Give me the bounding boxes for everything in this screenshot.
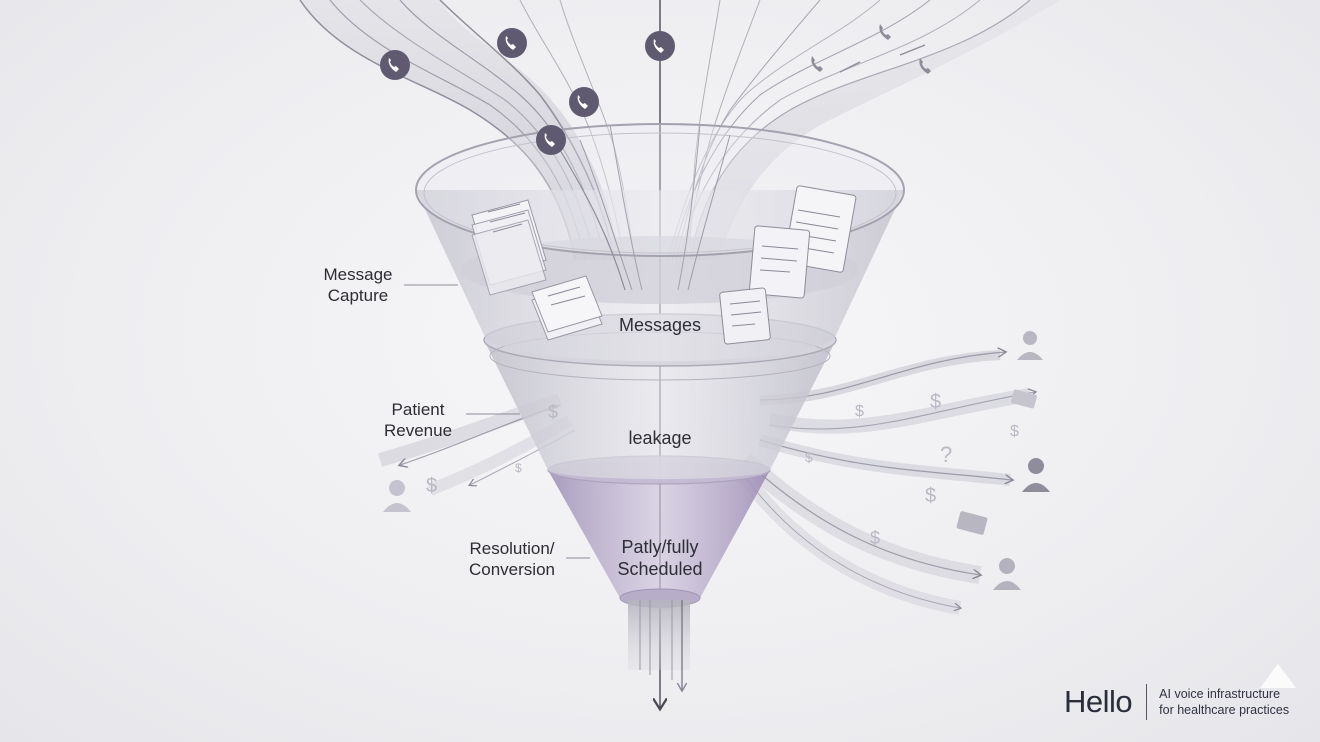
brand-tagline: AI voice infrastructure for healthcare p… [1147,686,1289,718]
svg-text:$: $ [855,403,864,420]
stage-label-line: Message [323,265,393,284]
funnel-text-line: Patly/fully [621,537,699,557]
phone-icon [879,24,891,40]
funnel-text-scheduled: Patly/fully Scheduled [590,536,730,580]
svg-text:$: $ [805,449,813,465]
phone-icon [497,28,527,58]
svg-text:$: $ [515,461,522,475]
document-icon [748,225,811,299]
dollar-icon: $ $ $ $ $ $ $ $ $ ? [426,391,1019,548]
phone-icon [536,125,566,155]
brand-tagline-line: for healthcare practices [1159,703,1290,717]
svg-text:$: $ [548,402,558,422]
stage-label-line: Revenue [383,421,453,440]
document-stack-icon [531,275,603,341]
person-icon [993,558,1021,590]
stage-label-resolution-conversion: Resolution/ Conversion [448,538,576,580]
funnel-text-line: Messages [618,315,702,335]
document-stack-icon [471,199,547,296]
phone-icon [811,56,823,72]
person-icon [1017,331,1043,360]
svg-text:$: $ [930,391,941,413]
brand-name: Hello [1064,684,1148,720]
person-icon [383,480,411,512]
stage-label-line: Capture [327,286,389,305]
stage-label-message-capture: Message Capture [300,264,416,306]
brand-block: Hello AI voice infrastructure for health… [1064,682,1289,722]
stage-label-line: Resolution/ [469,539,555,558]
funnel-text-line: leakage [628,428,692,448]
funnel-text-line: Scheduled [617,559,703,579]
funnel-text-messages: Messages [590,314,730,336]
svg-text:$: $ [1010,423,1019,440]
stage-label-line: Patient [391,400,445,419]
phone-icon [919,58,931,74]
cash-bill-icon [956,389,1037,535]
stage-label-line: Conversion [469,560,555,579]
phone-icon [645,31,675,61]
phone-icon [380,50,410,80]
funnel-spout [628,600,690,690]
phone-icon [569,87,599,117]
brand-tagline-line: AI voice infrastructure [1159,687,1281,701]
corner-mark-icon [1260,664,1296,688]
svg-text:$: $ [426,475,437,497]
document-icon [719,287,771,345]
person-icon [1022,458,1050,492]
funnel-text-leakage: leakage [590,427,730,449]
svg-text:$: $ [925,485,936,507]
svg-text:$: $ [870,528,880,548]
stage-label-patient-revenue: Patient Revenue [372,399,464,441]
svg-text:?: ? [940,442,952,467]
